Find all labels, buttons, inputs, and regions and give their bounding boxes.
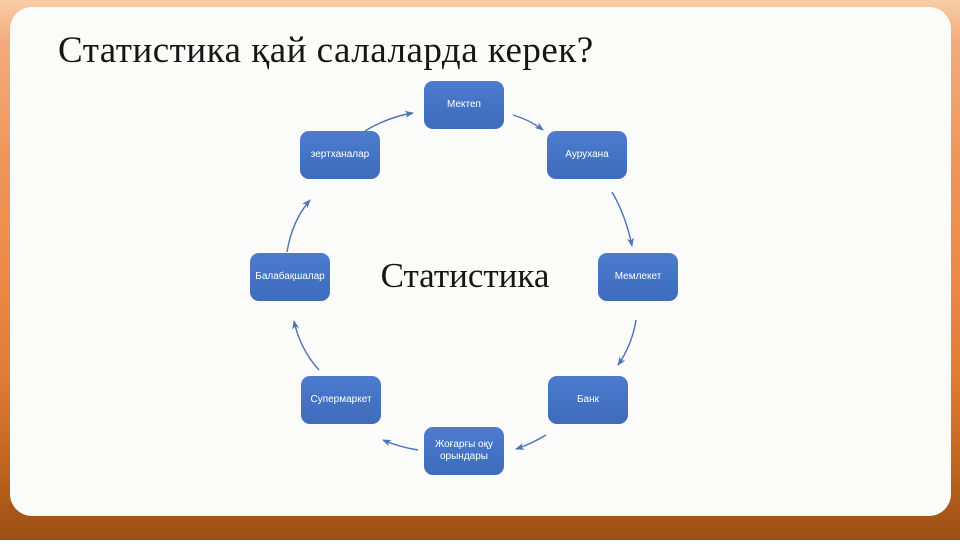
arrow-memleket-to-bank [617,319,637,366]
diagram-node-memleket: Мемлекет [598,253,678,301]
diagram-node-bank: Банк [548,376,628,424]
diagram-node-balabakshalar: Балабақшалар [250,253,330,301]
diagram-node-supermarket: Супермаркет [301,376,381,424]
arrow-supermarket-to-balabakshalar [292,320,320,371]
arrow-aurukhana-to-memleket [611,191,634,247]
arrow-zertkhanalar-to-mektep [364,110,414,132]
diagram-node-mektep: Мектеп [424,81,504,129]
arrow-mektep-to-aurukhana [512,114,544,131]
diagram-node-zhogargy-oku-oryndary: Жоғарғы оқу орындары [424,427,504,475]
slide-canvas: Статистика қай салаларда керек? Мектеп А… [10,7,951,516]
arrow-zhogargy-to-supermarket [382,439,419,451]
diagram-center-label: Статистика [380,256,550,295]
arrow-bank-to-zhogargy [515,434,547,450]
diagram-node-zertkhanalar: зертханалар [300,131,380,179]
arrow-balabakshalar-to-zertkhanalar [286,199,311,253]
diagram-node-aurukhana: Аурухана [547,131,627,179]
slide-title: Статистика қай салаларда керек? [58,30,594,71]
